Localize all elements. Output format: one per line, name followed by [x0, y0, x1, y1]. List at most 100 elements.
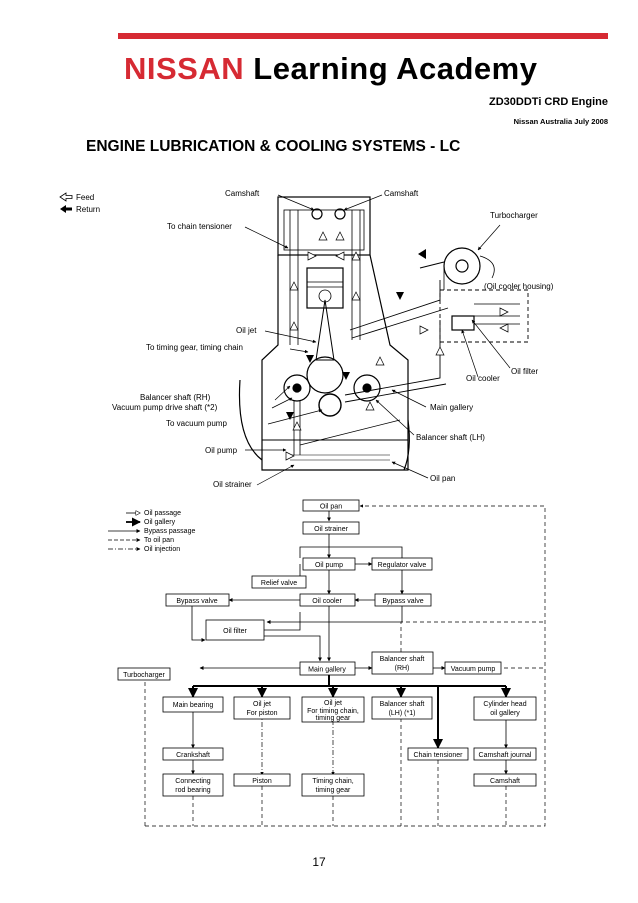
cylinder-head	[277, 196, 371, 256]
text-balancer-shaft-lh-1: Balancer shaft	[380, 701, 425, 708]
label-main-gallery: Main gallery	[430, 403, 473, 412]
text-turbocharger: Turbocharger	[123, 672, 165, 679]
label-turbocharger: Turbocharger	[490, 211, 538, 220]
label-oil-filter: Oil filter	[511, 367, 538, 376]
legend-return: Return	[76, 205, 100, 214]
piston-shape	[306, 267, 344, 309]
text-chain-tensioner: Chain tensioner	[413, 752, 463, 759]
text-vacuum-pump: Vacuum pump	[451, 666, 496, 673]
box-vacuum-pump	[444, 661, 502, 675]
legend-oil-injection: Oil injection	[144, 546, 180, 553]
main-gallery-bus	[188, 675, 511, 749]
engine-cutaway: Feed Return	[59, 189, 554, 489]
text-oil-strainer: Oil strainer	[314, 526, 349, 533]
box-oil-jet-chain	[301, 696, 365, 723]
box-timing-chain	[301, 773, 365, 797]
text-timing-chain-2: timing gear	[316, 787, 351, 794]
balancer-rh-shape	[283, 374, 311, 402]
label-camshaft-right: Camshaft	[384, 189, 419, 198]
text-oil-filter: Oil filter	[223, 628, 247, 635]
box-oil-pan	[302, 499, 360, 512]
box-regulator-valve	[371, 557, 433, 571]
label-balancer-shaft-lh: Balancer shaft (LH)	[416, 433, 485, 442]
text-oil-jet-chain-2: For timing chain,	[307, 708, 359, 715]
oil-filter-shape	[451, 315, 475, 331]
text-oil-jet-chain-1: Oil jet	[324, 700, 342, 707]
text-oil-jet-piston-1: Oil jet	[253, 701, 271, 708]
label-oil-strainer: Oil strainer	[213, 480, 252, 489]
header-rule	[118, 33, 608, 39]
oil-pan-shape	[261, 439, 409, 471]
box-camshaft-journal	[473, 747, 537, 761]
box-piston	[233, 773, 291, 787]
text-cylinder-head-1: Cylinder head	[483, 701, 526, 708]
legend-bypass-passage: Bypass passage	[144, 528, 195, 535]
box-bypass-valve-left	[165, 593, 230, 607]
flow-boxes	[117, 499, 537, 797]
engine-labels: Camshaft Camshaft To chain tensioner Tur…	[112, 189, 554, 489]
text-crankshaft: Crankshaft	[176, 752, 210, 759]
text-cylinder-head-2: oil gallery	[490, 710, 520, 717]
box-relief-valve	[251, 575, 307, 589]
box-cylinder-head	[473, 696, 537, 721]
text-regulator-valve: Regulator valve	[378, 562, 427, 569]
engine-block	[238, 196, 529, 471]
box-turbocharger	[117, 667, 171, 681]
box-main-gallery	[299, 661, 356, 676]
box-oil-cooler	[299, 593, 356, 607]
text-oil-pump: Oil pump	[315, 562, 343, 569]
text-camshaft-journal: Camshaft journal	[479, 752, 532, 759]
label-oil-pan: Oil pan	[430, 474, 455, 483]
balancer-lh-shape	[353, 374, 381, 402]
label-camshaft-left: Camshaft	[225, 189, 260, 198]
lubrication-flow-chart: Oil passage Oil gallery Bypass passage T…	[108, 499, 546, 827]
text-bypass-valve-left: Bypass valve	[176, 598, 217, 605]
section-title: ENGINE LUBRICATION & COOLING SYSTEMS - L…	[86, 138, 461, 155]
text-piston: Piston	[252, 778, 272, 785]
text-oil-cooler: Oil cooler	[312, 598, 342, 605]
text-camshaft: Camshaft	[490, 778, 520, 785]
label-oil-cooler-housing: (Oil cooler housing)	[484, 282, 554, 291]
oil-passage-lines	[191, 511, 508, 775]
legend-oil-gallery: Oil gallery	[144, 519, 176, 526]
label-vacuum-pump-drive: Vacuum pump drive shaft (*2)	[112, 403, 218, 412]
box-oil-strainer	[302, 521, 360, 535]
engine-legend: Feed Return	[59, 192, 100, 214]
feed-arrow-icon	[59, 192, 73, 202]
box-balancer-shaft-lh	[371, 696, 433, 720]
doc-title: ZD30DDTi CRD Engine	[489, 96, 608, 108]
label-to-timing-gear: To timing gear, timing chain	[146, 343, 243, 352]
text-main-gallery: Main gallery	[308, 667, 346, 674]
label-to-vacuum-pump: To vacuum pump	[166, 419, 227, 428]
oil-pump-gear	[318, 393, 342, 417]
oil-cooler-housing	[439, 289, 529, 343]
crank-shape	[306, 356, 344, 394]
box-bypass-valve-right	[374, 593, 432, 607]
flow-box-labels: Oil pan Oil strainer Oil pump Regulator …	[123, 504, 532, 795]
label-oil-jet: Oil jet	[236, 326, 257, 335]
box-main-bearing	[162, 696, 224, 713]
text-balancer-shaft-rh-1: Balancer shaft	[380, 656, 425, 663]
legend-feed: Feed	[76, 193, 94, 202]
engine-flow-arrows	[285, 231, 509, 461]
text-balancer-shaft-lh-2: (LH) (*1)	[389, 710, 416, 717]
text-connecting-rod-2: rod bearing	[175, 787, 211, 794]
box-connecting-rod	[162, 773, 224, 797]
box-camshaft	[473, 773, 537, 787]
return-arrow-icon	[60, 205, 72, 213]
box-oil-filter	[205, 619, 265, 641]
legend-oil-passage: Oil passage	[144, 510, 181, 517]
label-oil-pump: Oil pump	[205, 446, 238, 455]
legend-to-oil-pan: To oil pan	[144, 537, 174, 544]
label-balancer-shaft-rh: Balancer shaft (RH)	[140, 393, 211, 402]
text-main-bearing: Main bearing	[173, 702, 214, 709]
box-oil-pump	[302, 557, 356, 571]
text-relief-valve: Relief valve	[261, 580, 297, 587]
label-oil-cooler: Oil cooler	[466, 374, 500, 383]
flow-legend: Oil passage Oil gallery Bypass passage T…	[108, 510, 195, 553]
text-balancer-shaft-rh-2: (RH)	[395, 665, 410, 672]
engine-leader-lines	[244, 194, 511, 486]
text-bypass-valve-right: Bypass valve	[382, 598, 423, 605]
brand-nissan: NISSAN	[124, 51, 245, 86]
